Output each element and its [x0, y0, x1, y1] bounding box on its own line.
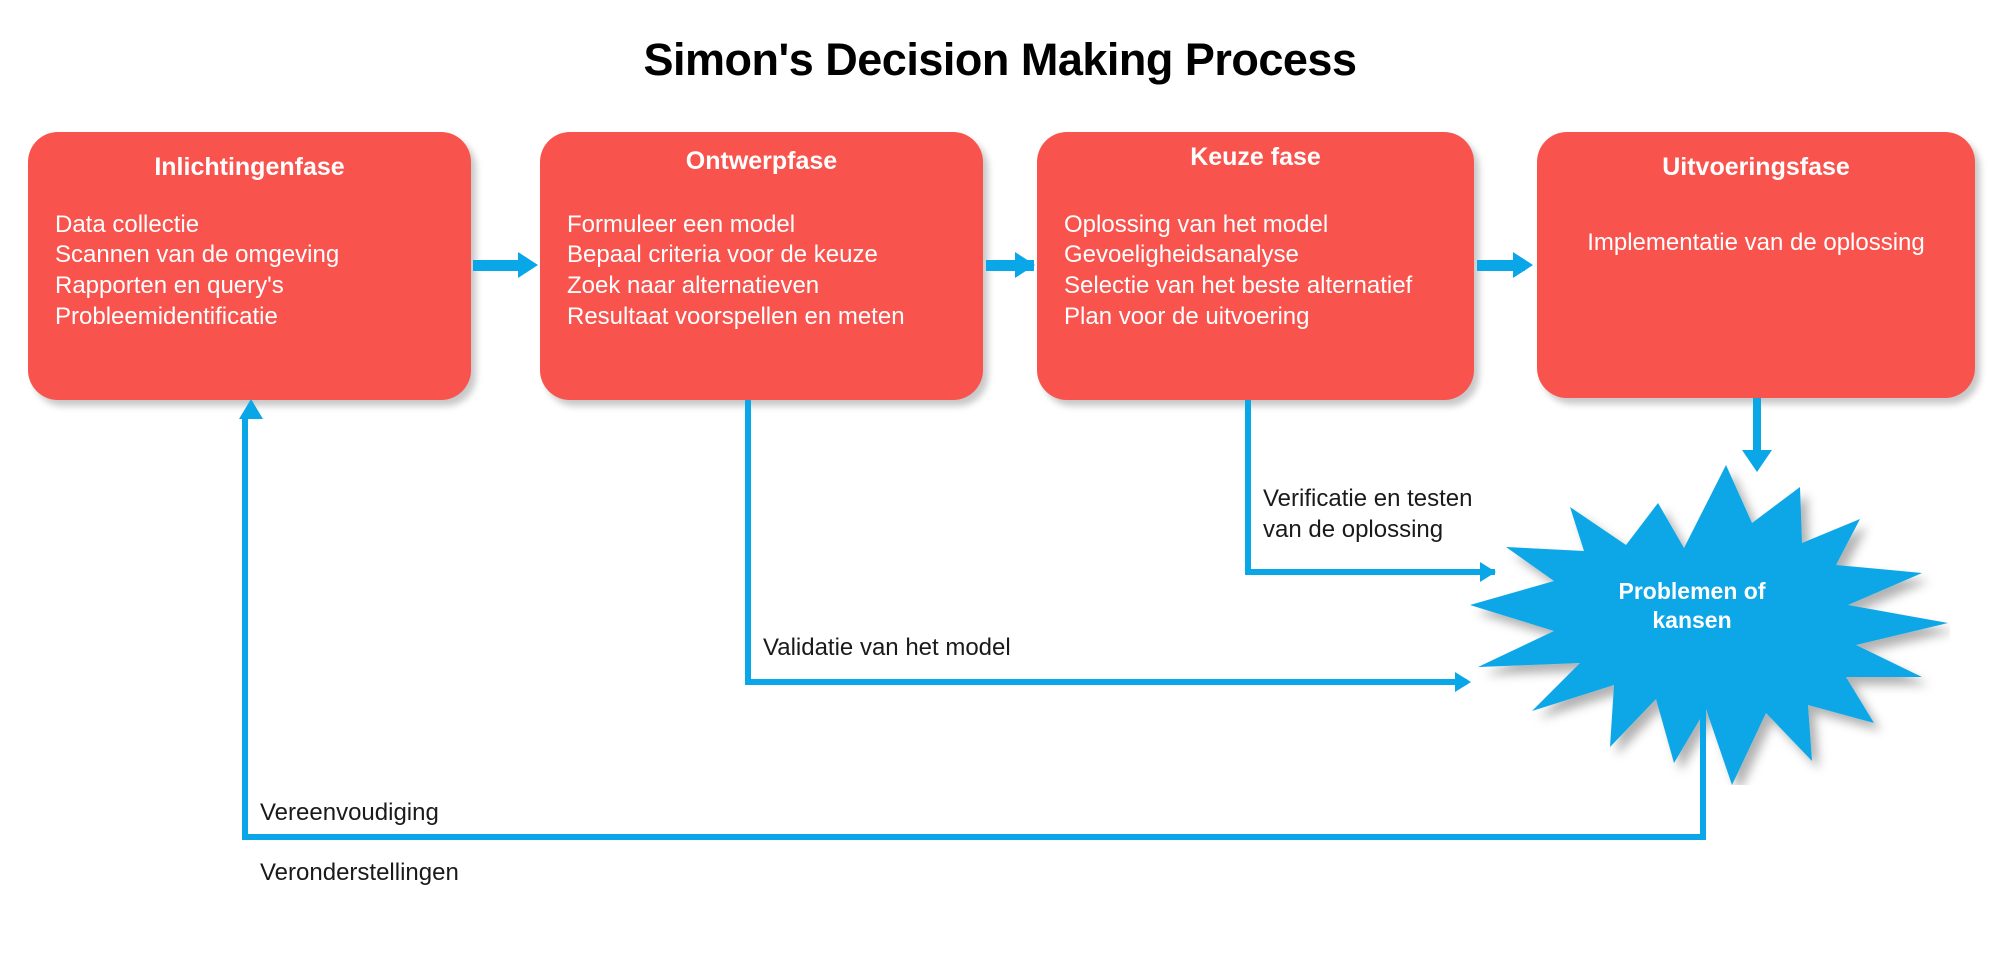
verificatie-arrow-head	[1480, 562, 1496, 582]
verificatie-line-horizontal	[1245, 569, 1495, 575]
veronderstellingen-label: Veronderstellingen	[260, 859, 459, 886]
phase-items-ontwerpfase: Formuleer een model Bepaal criteria voor…	[567, 210, 905, 331]
phase-box-inlichtingenfase[interactable]: Inlichtingenfase Data collectie Scannen …	[28, 132, 471, 400]
phase-title-inlichtingenfase: Inlichtingenfase	[154, 153, 345, 181]
flow-arrow-2-shaft	[986, 260, 1034, 271]
phase-items-uitvoeringsfase: Implementatie van de oplossing	[1587, 228, 1925, 256]
phase-title-ontwerpfase: Ontwerpfase	[685, 147, 838, 175]
phase-box-keuzefase[interactable]: Keuze fase Oplossing van het model Gevoe…	[1037, 132, 1474, 400]
phase-items-keuzefase: Oplossing van het model Gevoeligheidsana…	[1064, 210, 1413, 331]
page-title: Simon's Decision Making Process	[643, 34, 1357, 85]
verificatie-label: Verificatie en testen van de oplossing	[1263, 485, 1473, 543]
phase-box-ontwerpfase[interactable]: Ontwerpfase Formuleer een model Bepaal c…	[540, 132, 983, 400]
flow-arrow-2-head	[1015, 252, 1035, 278]
vereenvoudiging-label: Vereenvoudiging	[260, 799, 439, 826]
feedback-loop-left-vertical	[242, 418, 248, 838]
implementation-to-burst-shaft	[1753, 398, 1761, 460]
feedback-loop-bottom-horizontal	[242, 834, 1706, 840]
phase-title-keuzefase: Keuze fase	[1190, 143, 1321, 171]
feedback-loop-right-vertical	[1700, 700, 1706, 840]
verificatie-line-vertical	[1245, 400, 1251, 575]
validatie-label: Validatie van het model	[763, 634, 1011, 661]
implementation-to-burst-head	[1742, 450, 1772, 472]
burst-shape	[1470, 465, 1948, 785]
validatie-line-horizontal	[745, 679, 1467, 685]
phase-items-inlichtingenfase: Data collectie Scannen van de omgeving R…	[55, 210, 340, 331]
flow-arrow-1-head	[518, 252, 538, 278]
phase-box-uitvoeringsfase[interactable]: Uitvoeringsfase Implementatie van de opl…	[1537, 132, 1975, 398]
problems-opportunities-burst[interactable]: Problemen of kansen	[1470, 455, 1950, 785]
validatie-arrow-head	[1455, 672, 1471, 692]
flow-arrow-3-head	[1513, 252, 1533, 278]
validatie-line-vertical	[745, 400, 751, 685]
feedback-loop-arrow-head	[239, 399, 263, 419]
flow-arrow-3-shaft	[1477, 260, 1525, 271]
flow-arrow-1-shaft	[473, 260, 521, 271]
phase-title-uitvoeringsfase: Uitvoeringsfase	[1662, 153, 1850, 181]
